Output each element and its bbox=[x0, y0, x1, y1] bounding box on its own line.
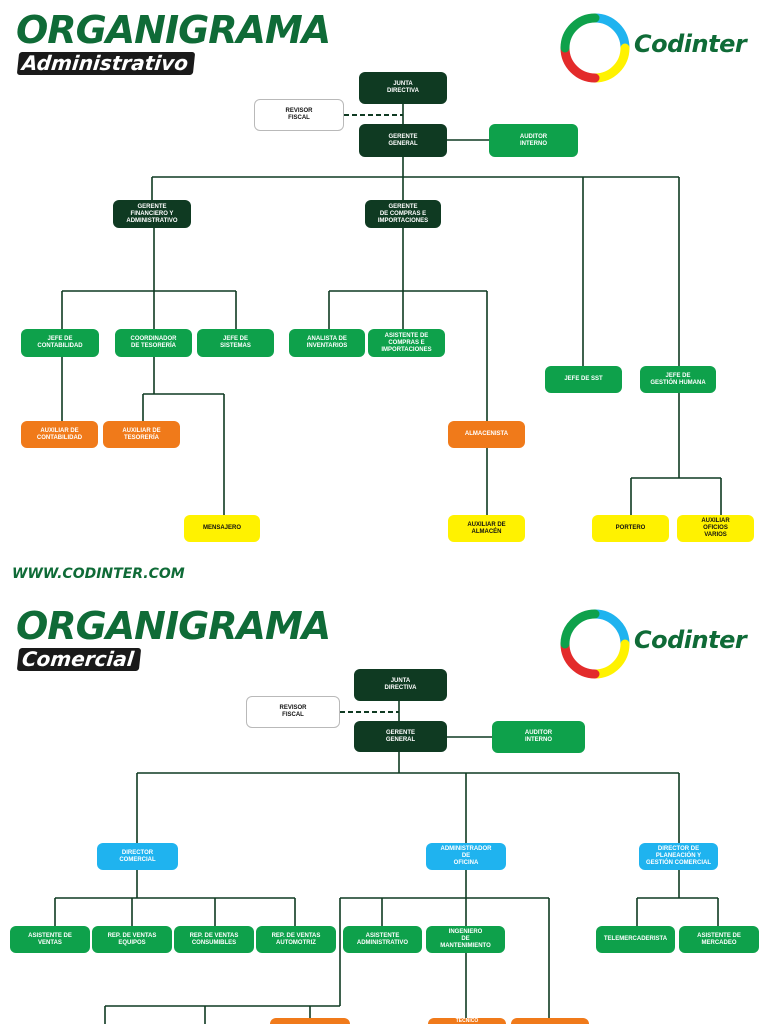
node-almacenista: ALMACENISTA bbox=[448, 421, 525, 448]
node-asistente-administrativo: ASISTENTE ADMINISTRATIVO bbox=[343, 926, 422, 953]
node-portero: PORTERO bbox=[592, 515, 669, 542]
node-gerente-general: GERENTE GENERAL bbox=[359, 124, 447, 157]
node-auxiliar-tesoreria: AUXILIAR DE TESORERÍA bbox=[103, 421, 180, 448]
node-coordinador-tesoreria: COORDINADOR DE TESORERÍA bbox=[115, 329, 192, 357]
node-junta-directiva: JUNTA DIRECTIVA bbox=[354, 669, 447, 701]
node-gerente-financiero: GERENTE FINANCIERO Y ADMINISTRATIVO bbox=[113, 200, 191, 228]
node-director-planeacion: DIRECTOR DE PLANEACIÓN Y GESTIÓN COMERCI… bbox=[639, 843, 718, 870]
node-analista-inventarios: ANALISTA DE INVENTARIOS bbox=[289, 329, 365, 357]
node-auxiliar-oficios-varios: AUXILIAR OFICIOS VARIOS bbox=[677, 515, 754, 542]
node-telemercaderista: TELEMERCADERISTA bbox=[596, 926, 675, 953]
chart1-subtitle: Administrativo bbox=[16, 51, 196, 75]
node-director-comercial: DIRECTOR COMERCIAL bbox=[97, 843, 178, 870]
node-gerente-general: GERENTE GENERAL bbox=[354, 721, 447, 752]
node-ingeniero-mantenimiento: INGENIERO DE MANTENIMIENTO bbox=[426, 926, 505, 953]
node-mensajero: MENSAJERO bbox=[184, 515, 260, 542]
node-orange-partial bbox=[270, 1018, 350, 1024]
codinter-logo-icon bbox=[560, 609, 630, 679]
node-administrador-oficina: ADMINISTRADOR DE OFICINA bbox=[426, 843, 506, 870]
node-auditor-interno: AUDITOR INTERNO bbox=[489, 124, 578, 157]
node-rep-ventas-equipos: REP. DE VENTAS EQUIPOS bbox=[92, 926, 172, 953]
chart2-subtitle: Comercial bbox=[16, 647, 141, 671]
node-jefe-sst: JEFE DE SST bbox=[545, 366, 622, 393]
node-auxiliar-almacen: AUXILIAR DE ALMACÉN bbox=[448, 515, 525, 542]
node-rep-ventas-automotriz: REP. DE VENTAS AUTOMOTRIZ bbox=[256, 926, 336, 953]
node-tecnico: TÉCNICO bbox=[428, 1018, 506, 1024]
node-jefe-sistemas: JEFE DE SISTEMAS bbox=[197, 329, 274, 357]
node-asistente-compras: ASISTENTE DE COMPRAS E IMPORTACIONES bbox=[368, 329, 445, 357]
node-junta-directiva: JUNTA DIRECTIVA bbox=[359, 72, 447, 104]
node-gerente-compras: GERENTE DE COMPRAS E IMPORTACIONES bbox=[365, 200, 441, 228]
brand-name: Codinter bbox=[634, 626, 747, 654]
brand-name: Codinter bbox=[634, 30, 747, 58]
node-auditor-interno: AUDITOR INTERNO bbox=[492, 721, 585, 753]
node-jefe-gestion-humana: JEFE DE GESTIÓN HUMANA bbox=[640, 366, 716, 393]
node-rep-ventas-consumibles: REP. DE VENTAS CONSUMIBLES bbox=[174, 926, 254, 953]
node-asistente-mercadeo: ASISTENTE DE MERCADEO bbox=[679, 926, 759, 953]
codinter-logo-icon bbox=[560, 13, 630, 83]
node-auxiliar-contabilidad: AUXILIAR DE CONTABILIDAD bbox=[21, 421, 98, 448]
node-orange-partial bbox=[511, 1018, 589, 1024]
node-jefe-contabilidad: JEFE DE CONTABILIDAD bbox=[21, 329, 99, 357]
chart1-title: ORGANIGRAMA bbox=[16, 8, 331, 52]
node-revisor-fiscal: REVISOR FISCAL bbox=[246, 696, 340, 728]
node-revisor-fiscal: REVISOR FISCAL bbox=[254, 99, 344, 131]
website-url[interactable]: WWW.CODINTER.COM bbox=[12, 566, 185, 582]
chart2-title: ORGANIGRAMA bbox=[16, 604, 331, 648]
node-asistente-ventas: ASISTENTE DE VENTAS bbox=[10, 926, 90, 953]
